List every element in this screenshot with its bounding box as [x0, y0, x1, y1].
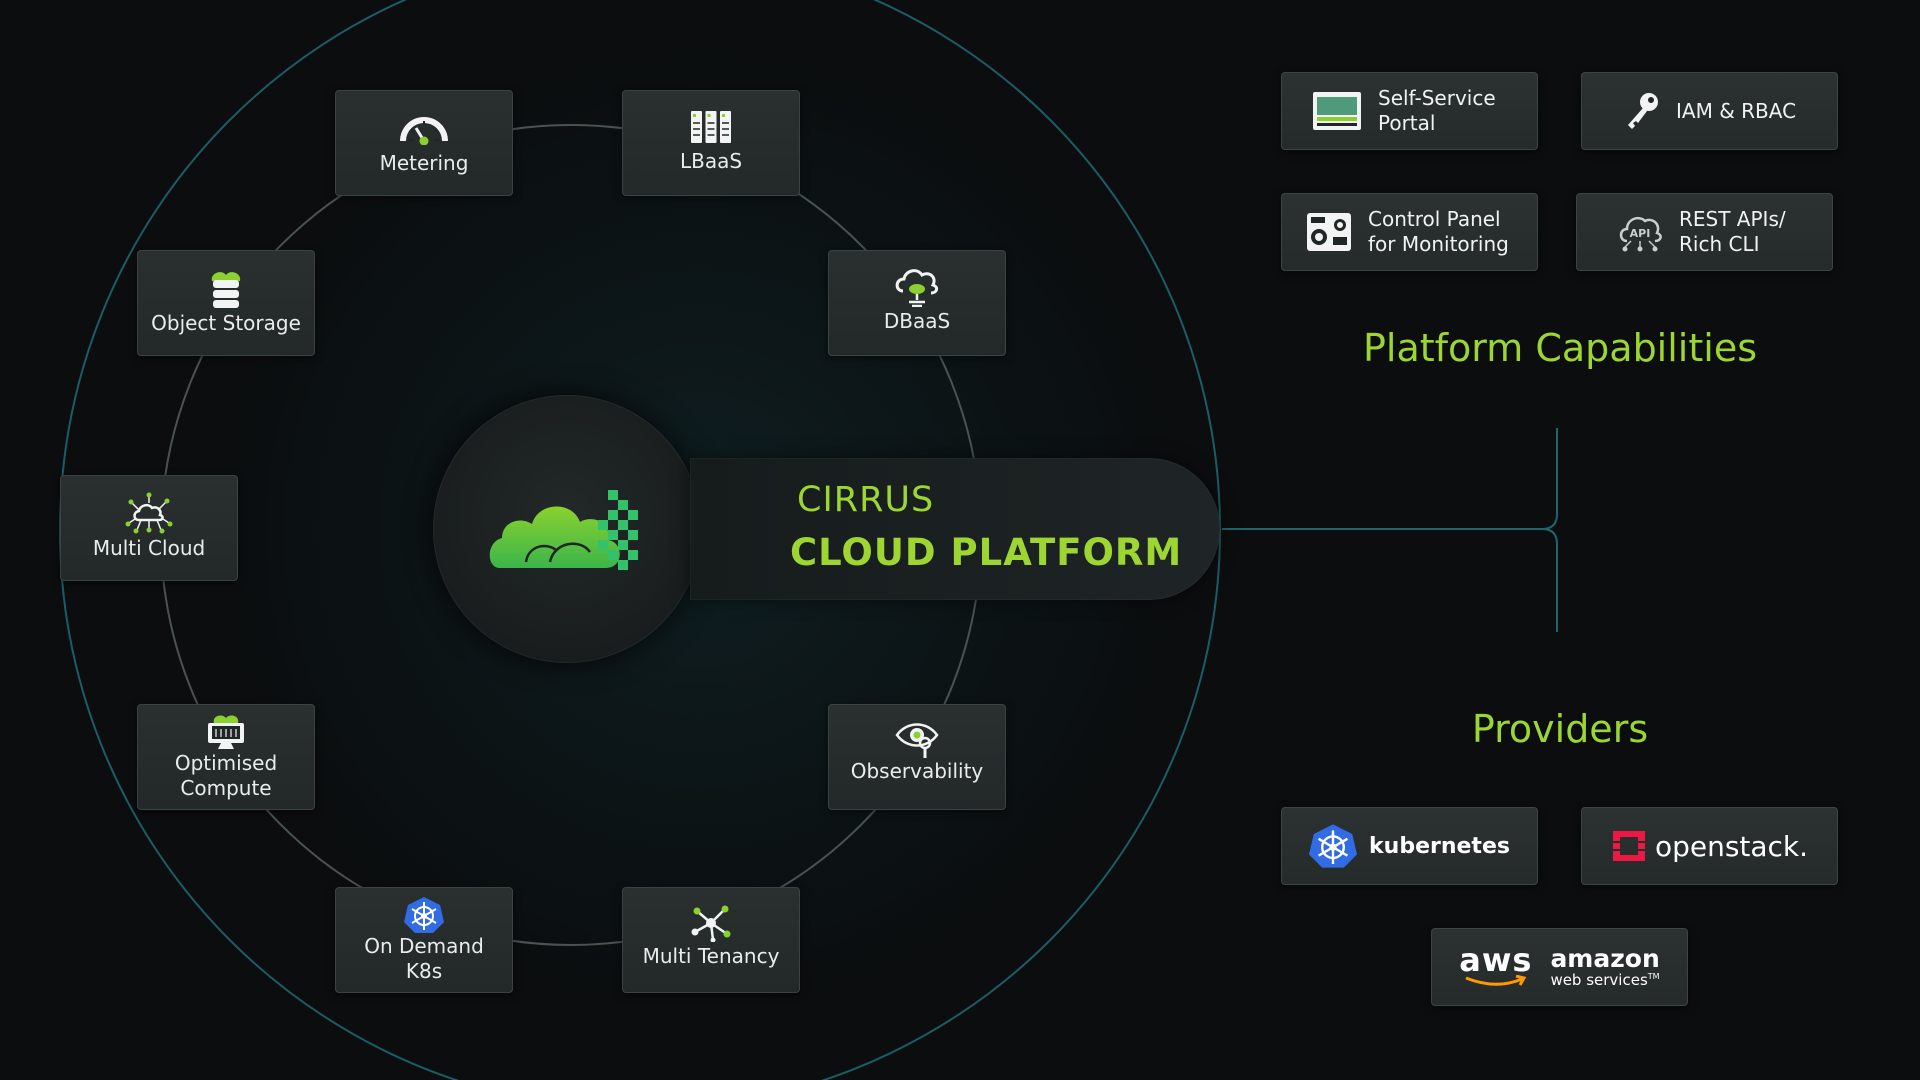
- web-services-text: web servicesTM: [1550, 970, 1660, 989]
- aws-logo-text: aws: [1459, 941, 1533, 979]
- service-label: Multi Cloud: [92, 536, 206, 560]
- aws-logo: aws: [1459, 941, 1533, 989]
- capability-label: Self-Service Portal: [1378, 86, 1496, 135]
- capability-label: IAM & RBAC: [1676, 98, 1797, 123]
- aws-smile-icon: [1465, 975, 1527, 986]
- provider-name: kubernetes: [1369, 833, 1510, 859]
- network-nodes-icon: [691, 905, 731, 942]
- service-label: Observability: [850, 759, 984, 783]
- server-rack-icon: [691, 111, 731, 143]
- provider-kubernetes: kubernetes: [1281, 807, 1538, 885]
- service-label: Multi Tenancy: [642, 944, 780, 968]
- provider-name: openstack.: [1654, 829, 1809, 863]
- cirrus-cloud-logo-icon: [489, 490, 638, 570]
- amazon-text: amazon: [1550, 943, 1660, 973]
- service-lbaas: LBaaS: [622, 90, 800, 196]
- service-multi-tenancy: Multi Tenancy: [622, 887, 800, 993]
- providers-heading: Providers: [1471, 707, 1649, 751]
- capability-iam: IAM & RBAC: [1581, 72, 1838, 150]
- capability-rest-api: API REST APIs/ Rich CLI: [1576, 193, 1833, 271]
- key-icon: [1628, 93, 1658, 129]
- api-cloud-icon: API: [1619, 217, 1662, 252]
- network-cloud-icon: [125, 492, 173, 534]
- computer-cloud-icon: [208, 715, 244, 749]
- service-dbaas: DBaaS: [828, 250, 1006, 356]
- kubernetes-logo-icon: [1309, 824, 1358, 868]
- monitor-icon: [1313, 92, 1361, 130]
- platform-capabilities-heading: Platform Capabilities: [1363, 326, 1757, 370]
- trademark-mark: TM: [1647, 971, 1660, 981]
- amazon-web-services-wordmark: amazon web servicesTM: [1550, 943, 1660, 989]
- cirrus-logo-hub: [433, 395, 701, 663]
- service-label: Metering: [379, 151, 469, 175]
- service-object-storage: Object Storage: [137, 250, 315, 356]
- service-metering: Metering: [335, 90, 513, 196]
- capability-control-panel: Control Panel for Monitoring: [1281, 193, 1538, 271]
- provider-aws: aws amazon web servicesTM: [1431, 928, 1688, 1006]
- bracket-connector: [1222, 428, 1558, 632]
- service-label: On Demand K8s: [364, 934, 484, 983]
- web-services-label: web services: [1550, 970, 1648, 989]
- service-observability: Observability: [828, 704, 1006, 810]
- service-on-demand-k8s: On Demand K8s: [335, 887, 513, 993]
- service-optimised-compute: Optimised Compute: [137, 704, 315, 810]
- service-label: Object Storage: [151, 311, 301, 335]
- control-panel-icon: [1307, 213, 1351, 251]
- openstack-logo-icon: [1612, 831, 1645, 861]
- service-label: LBaaS: [679, 149, 743, 173]
- cloud-database-icon: [895, 269, 939, 307]
- platform-title-line1: CIRRUS: [797, 480, 935, 520]
- gauge-icon: [400, 117, 448, 145]
- eye-icon: [895, 723, 939, 758]
- svg-text:API: API: [1630, 227, 1651, 240]
- service-label: DBaaS: [883, 309, 951, 333]
- database-icon: [211, 272, 241, 308]
- platform-title-line2: CLOUD PLATFORM: [790, 531, 1183, 574]
- kubernetes-wheel-icon: [404, 897, 444, 933]
- service-label: Optimised Compute: [174, 751, 278, 800]
- capability-self-service: Self-Service Portal: [1281, 72, 1538, 150]
- service-multi-cloud: Multi Cloud: [60, 475, 238, 581]
- capability-label: REST APIs/ Rich CLI: [1679, 207, 1786, 256]
- platform-title-banner: CIRRUS CLOUD PLATFORM: [690, 458, 1220, 600]
- provider-openstack: openstack.: [1581, 807, 1838, 885]
- capability-label: Control Panel for Monitoring: [1368, 207, 1509, 256]
